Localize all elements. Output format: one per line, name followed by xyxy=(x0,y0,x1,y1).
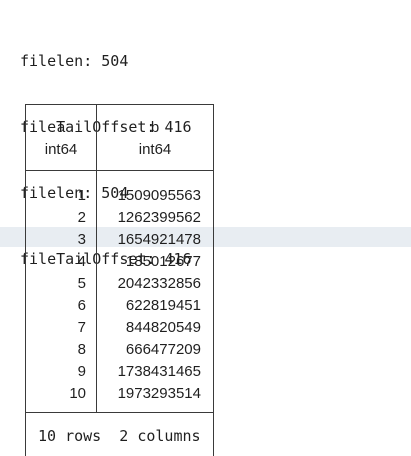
column-type: int64 xyxy=(138,141,172,158)
table-row[interactable]: 5 2042332856 xyxy=(26,273,213,295)
cell-b: 2042332856 xyxy=(117,275,201,292)
table-row[interactable]: 6 622819451 xyxy=(26,295,213,317)
cell-a: 5 xyxy=(77,275,86,292)
cell-a: 8 xyxy=(77,341,86,358)
cell-a: 10 xyxy=(69,385,86,402)
table-row[interactable]: 9 1738431465 xyxy=(26,361,213,383)
log-line: filelen: 504 xyxy=(20,184,129,202)
column-type: int64 xyxy=(44,141,78,158)
table-row[interactable]: 2 1262399562 xyxy=(26,207,213,229)
column-name: b xyxy=(150,119,160,136)
footer-separator xyxy=(26,412,213,413)
table-row[interactable]: 7 844820549 xyxy=(26,317,213,339)
table-footer: 10 rows 2 columns xyxy=(38,425,201,447)
row-count: 10 rows xyxy=(38,427,102,445)
column-header-b[interactable]: b int64 xyxy=(97,117,213,161)
cell-b: 1262399562 xyxy=(117,209,201,226)
cell-b: 1654921478 xyxy=(117,231,201,248)
table-body: 1 1509095563 2 1262399562 3 1654921478 4… xyxy=(26,185,213,405)
column-name: a xyxy=(56,119,66,136)
cell-a: 4 xyxy=(77,253,86,270)
cell-a: 6 xyxy=(77,297,86,314)
cell-a: 9 xyxy=(77,363,86,380)
cell-a: 3 xyxy=(77,231,86,248)
cell-b: 185012677 xyxy=(125,253,201,270)
console-output: filelen: 504 fileTailOffset: 416 filelen… xyxy=(20,6,192,292)
data-table: a int64 b int64 1 1509095563 2 126239956… xyxy=(25,104,214,456)
cell-b: 1738431465 xyxy=(117,363,201,380)
table-row[interactable]: 8 666477209 xyxy=(26,339,213,361)
log-line: filelen: 504 xyxy=(20,52,129,70)
column-header-a[interactable]: a int64 xyxy=(26,117,96,161)
cell-b: 844820549 xyxy=(125,319,201,336)
table-row[interactable]: 10 1973293514 xyxy=(26,383,213,405)
cell-a: 7 xyxy=(77,319,86,336)
table-row[interactable]: 4 185012677 xyxy=(26,251,213,273)
cell-b: 1509095563 xyxy=(117,187,201,204)
cell-b: 622819451 xyxy=(125,297,201,314)
column-divider xyxy=(96,105,97,412)
header-separator xyxy=(26,170,213,171)
cell-a: 1 xyxy=(77,187,86,204)
table-row[interactable]: 3 1654921478 xyxy=(26,229,213,251)
row-hover-highlight xyxy=(0,227,411,247)
log-line: fileTailOffset: 416 xyxy=(20,250,192,268)
cell-a: 2 xyxy=(77,209,86,226)
log-line: fileTailOffset: 416 xyxy=(20,118,192,136)
cell-b: 1973293514 xyxy=(117,385,201,402)
cell-b: 666477209 xyxy=(125,341,201,358)
table-row[interactable]: 1 1509095563 xyxy=(26,185,213,207)
column-count: 2 columns xyxy=(119,427,201,445)
